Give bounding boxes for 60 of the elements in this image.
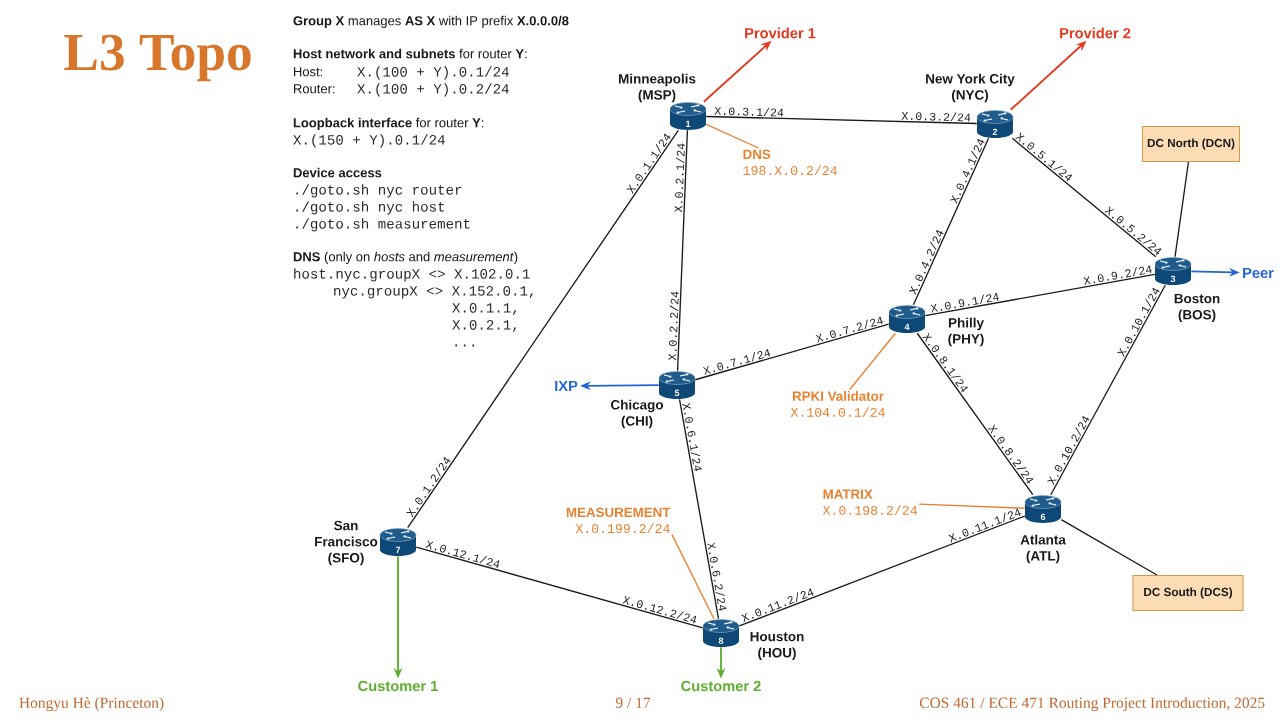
link-line (916, 332, 1034, 496)
slide-title: L3 Topo (64, 34, 251, 82)
link-line (924, 273, 1156, 317)
link-line (415, 546, 704, 629)
code-line: ./goto.sh nyc router (296, 184, 462, 198)
link-line (912, 137, 990, 306)
city-label: Minneapolis (MSP) (619, 73, 696, 103)
leader-line (671, 533, 715, 620)
code-line: ./goto.sh nyc host (296, 201, 445, 215)
link-line (1174, 161, 1190, 258)
code-line: X.(100 + Y).0.1/24 (357, 66, 509, 80)
interface-label: X.0.2.1/24 (674, 143, 685, 213)
endpoint-label: Peer (1243, 267, 1274, 279)
link-line (738, 515, 1026, 627)
city-label: Houston (HOU) (750, 631, 804, 661)
link-line (676, 129, 689, 372)
endpoint-label: IXP (555, 380, 578, 392)
city-label: Chicago (CHI) (611, 399, 664, 429)
city-label: San Francisco (SFO) (315, 520, 378, 566)
service-label: RPKI Validator X.104.0.1/24 (790, 391, 885, 417)
city-label: Boston (BOS) (1174, 293, 1220, 323)
note-text: Loopback interface for router Y: (293, 117, 484, 130)
code-line: X.(150 + Y).0.1/24 (293, 134, 445, 148)
note-text: Host network and subnets for router Y: (293, 48, 527, 59)
note-heading: Device access (293, 167, 382, 178)
code-line: X.0.2.1, (452, 320, 517, 333)
footer-text: Hongyu Hè (Princeton) (19, 697, 164, 712)
footer-text: 9 / 17 (615, 697, 651, 708)
code-line: X.(100 + Y).0.2/24 (357, 83, 509, 97)
leader-line (705, 123, 760, 149)
service-label: MEASUREMENT X.0.199.2/24 (566, 507, 671, 534)
endpoint-label: Customer 1 (358, 680, 438, 692)
endpoint-label: Provider 1 (745, 27, 816, 39)
link-line (1050, 284, 1166, 496)
code-line: host.nyc.groupX <> X.102.0.1 (294, 268, 530, 282)
leader-line (849, 332, 897, 391)
code-line: ... (455, 344, 474, 347)
city-label: New York City (NYC) (926, 73, 1015, 103)
datacenter-box: DC North (DCN) (1141, 125, 1241, 163)
datacenter-box: DC South (DCS) (1132, 574, 1244, 612)
link-line (1060, 518, 1158, 576)
endpoint-label: Customer 2 (681, 680, 761, 692)
service-label: MATRIX X.0.198.2/24 (822, 489, 917, 515)
code-line: ./goto.sh measurement (296, 218, 470, 232)
link-line (407, 129, 679, 529)
link-line (705, 115, 978, 125)
link-line (1011, 137, 1157, 258)
footer-text: COS 461 / ECE 471 Routing Project Introduction, 2025 (919, 697, 1265, 712)
code-line: X.0.1.1, (452, 303, 517, 316)
link-line (694, 323, 890, 381)
note-text: Group X manages AS X with IP prefix X.0.0.0/8 (293, 15, 569, 28)
note-text: Router: (294, 84, 335, 94)
endpoint-label: Provider 2 (1060, 27, 1131, 39)
link-line (678, 398, 720, 620)
note-text: DNS (only on hosts and measurement) (293, 251, 518, 264)
city-label: Atlanta (ATL) (1020, 534, 1066, 564)
code-line: nyc.groupX <> X.152.0.1, (334, 286, 533, 299)
leader-line (918, 503, 1026, 509)
note-text: Host: (294, 67, 323, 77)
service-label: DNS 198.X.0.2/24 (743, 149, 837, 176)
